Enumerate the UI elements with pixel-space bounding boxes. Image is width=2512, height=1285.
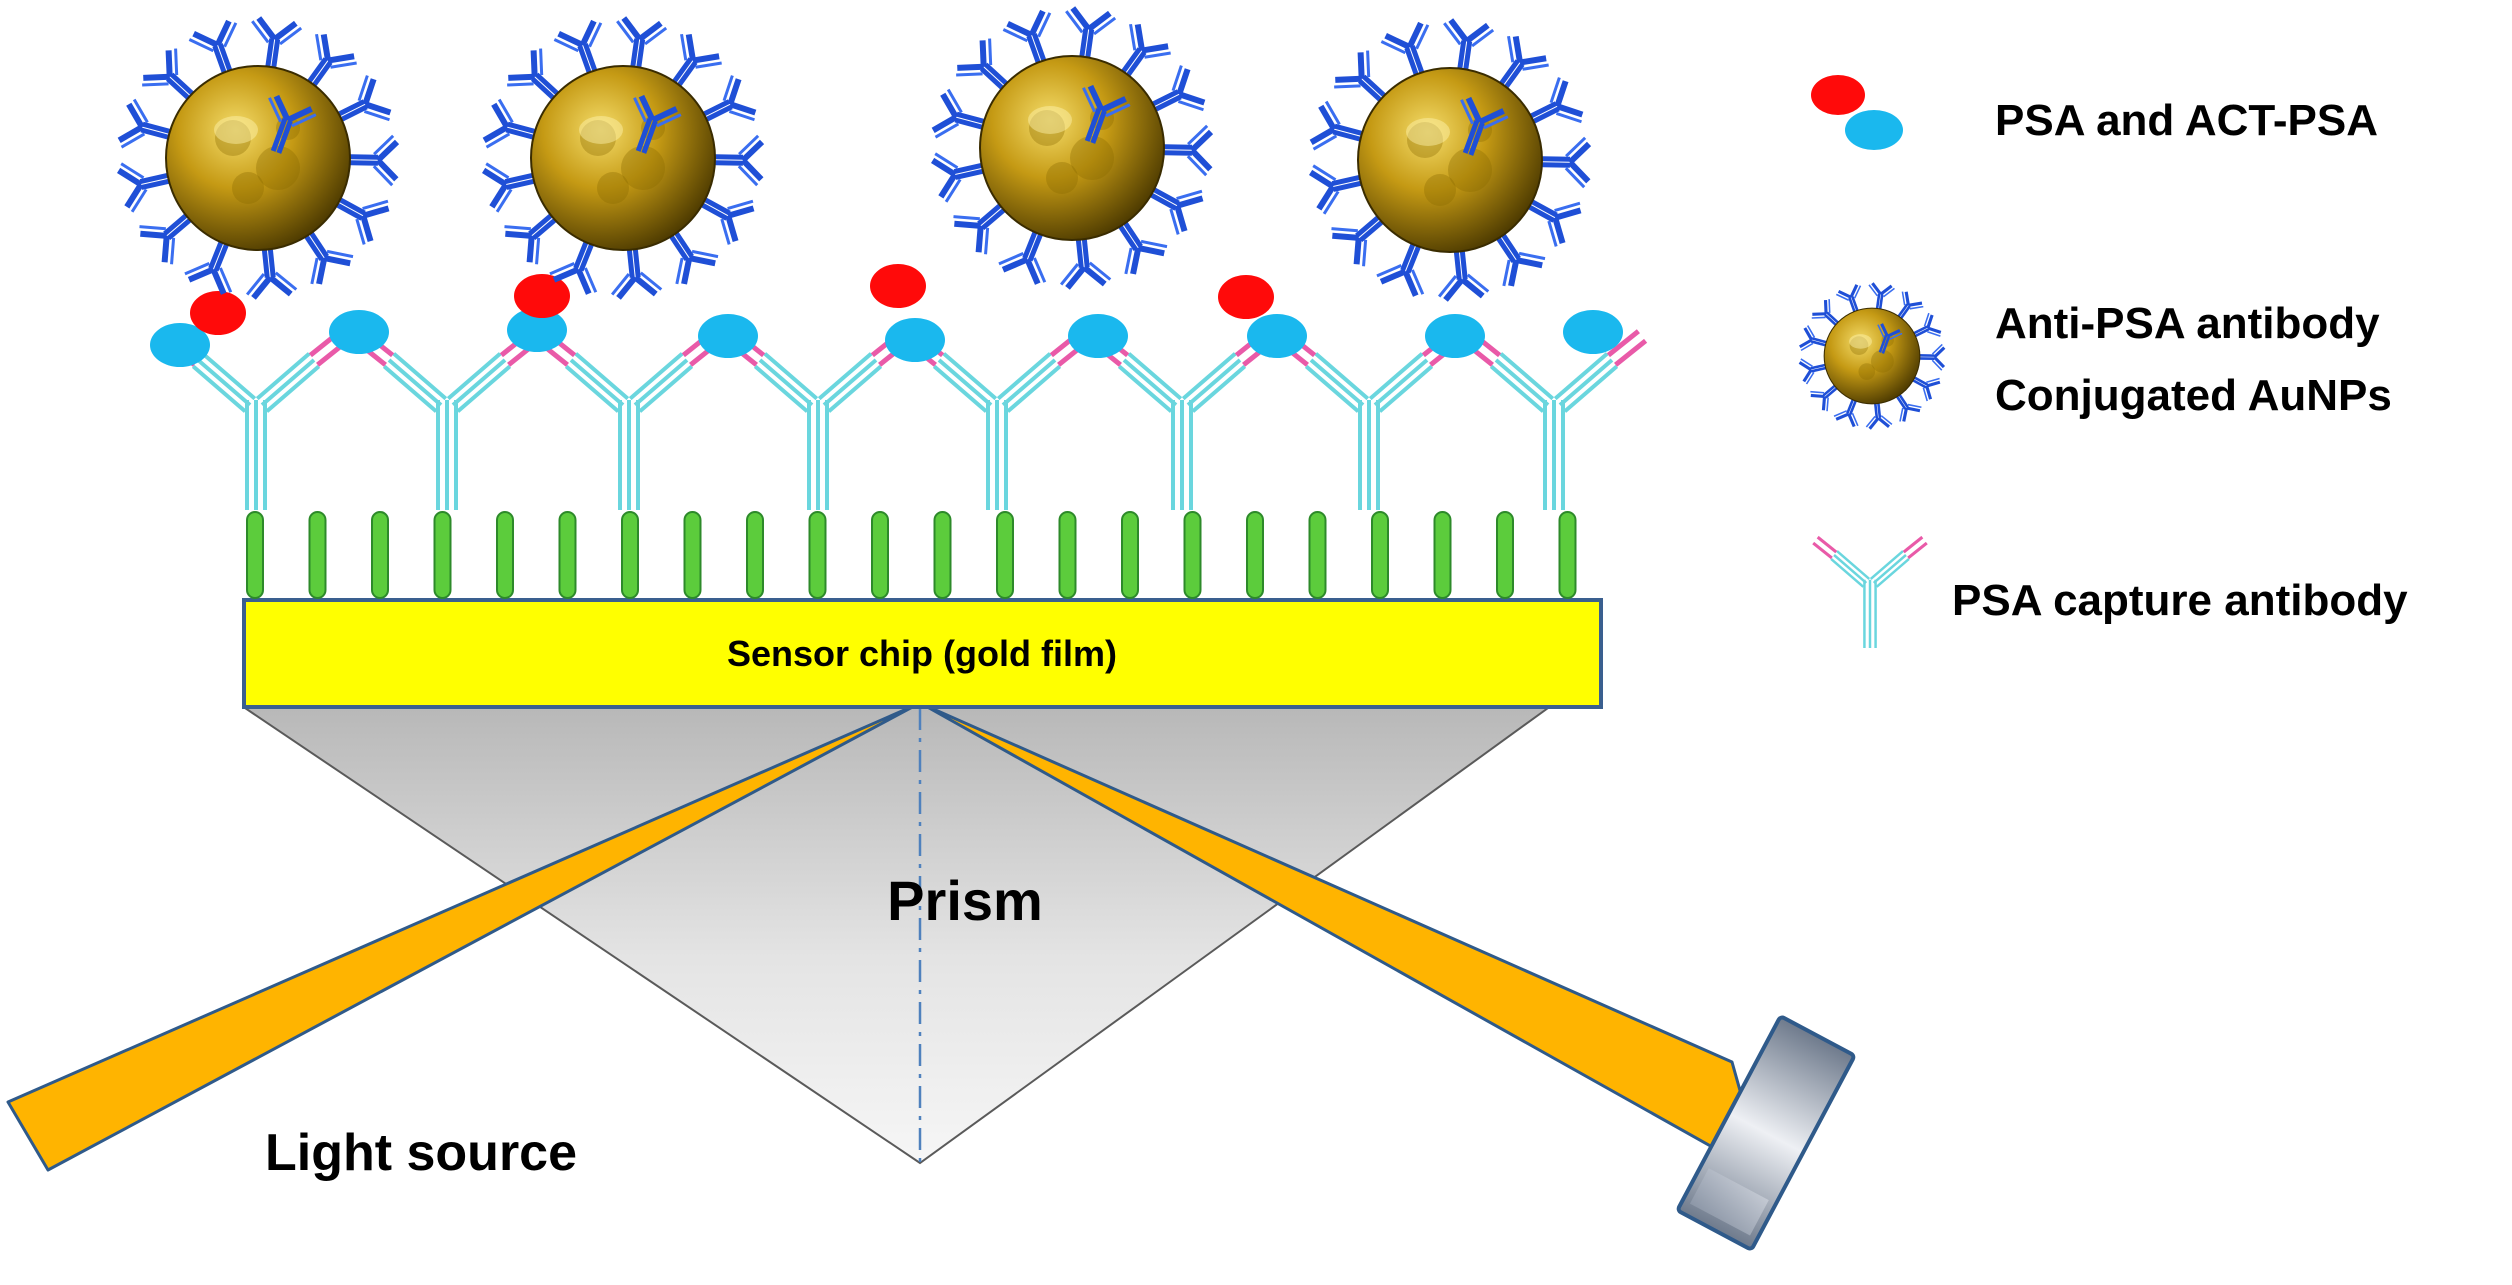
capture-antibody bbox=[1090, 331, 1273, 510]
legend-capture-label: PSA capture antibody bbox=[1952, 576, 2408, 625]
linker-rod bbox=[372, 512, 388, 598]
capture-antibody bbox=[905, 331, 1088, 510]
capture-antibody bbox=[1813, 537, 1927, 648]
linker-rod bbox=[1122, 512, 1138, 598]
analyte-layer bbox=[150, 264, 1623, 367]
psa-particle bbox=[514, 274, 570, 318]
aunp-icon bbox=[1799, 283, 1945, 429]
act-psa-particle bbox=[1247, 314, 1307, 358]
psa-particle bbox=[870, 264, 926, 308]
linker-rod bbox=[247, 512, 263, 598]
aunp bbox=[1799, 283, 1945, 429]
capture-antibody bbox=[1462, 331, 1645, 510]
act-psa-particle bbox=[698, 314, 758, 358]
y-antibody-icon bbox=[1813, 537, 1927, 648]
chip-label: Sensor chip (gold film) bbox=[727, 633, 1117, 674]
capture-antibody bbox=[726, 331, 909, 510]
linker-rod bbox=[497, 512, 513, 598]
linker-rod bbox=[685, 512, 701, 598]
act-psa-particle bbox=[1563, 310, 1623, 354]
linker-rod bbox=[622, 512, 638, 598]
capture-antibody bbox=[355, 331, 538, 510]
aunp bbox=[1309, 19, 1589, 300]
linker-layer bbox=[247, 512, 1576, 598]
linker-rod bbox=[1060, 512, 1076, 598]
act-psa-particle bbox=[885, 318, 945, 362]
linker-rod bbox=[435, 512, 451, 598]
legend: PSA and ACT-PSA Anti-PSA antibody Conjug… bbox=[1799, 75, 2408, 648]
linker-rod bbox=[1497, 512, 1513, 598]
aunp bbox=[117, 17, 397, 298]
linker-rod bbox=[310, 512, 326, 598]
legend-aunp-line1: Anti-PSA antibody bbox=[1995, 299, 2380, 348]
linker-rod bbox=[1247, 512, 1263, 598]
linker-rod bbox=[747, 512, 763, 598]
linker-rod bbox=[872, 512, 888, 598]
aunp-layer bbox=[117, 7, 1589, 300]
linker-rod bbox=[560, 512, 576, 598]
light-source-label: Light source bbox=[265, 1124, 577, 1182]
linker-rod bbox=[935, 512, 951, 598]
linker-rod bbox=[1435, 512, 1451, 598]
linker-rod bbox=[997, 512, 1013, 598]
linker-rod bbox=[1310, 512, 1326, 598]
psa-particle bbox=[1218, 275, 1274, 319]
prism-label: Prism bbox=[887, 869, 1043, 932]
aunp bbox=[931, 7, 1211, 288]
capture-antibody bbox=[1277, 331, 1460, 510]
psa-pair-icon bbox=[1811, 75, 1903, 150]
linker-rod bbox=[1560, 512, 1576, 598]
act-psa-particle bbox=[1068, 314, 1128, 358]
linker-rod bbox=[1185, 512, 1201, 598]
act-psa-particle bbox=[1425, 314, 1485, 358]
psa-particle bbox=[190, 291, 246, 335]
act-psa-particle bbox=[329, 310, 389, 354]
legend-psa-label: PSA and ACT-PSA bbox=[1995, 96, 2378, 145]
linker-rod bbox=[810, 512, 826, 598]
linker-rod bbox=[1372, 512, 1388, 598]
aunp bbox=[482, 17, 762, 298]
capture-antibody bbox=[537, 331, 720, 510]
legend-aunp-line2: Conjugated AuNPs bbox=[1995, 371, 2392, 420]
